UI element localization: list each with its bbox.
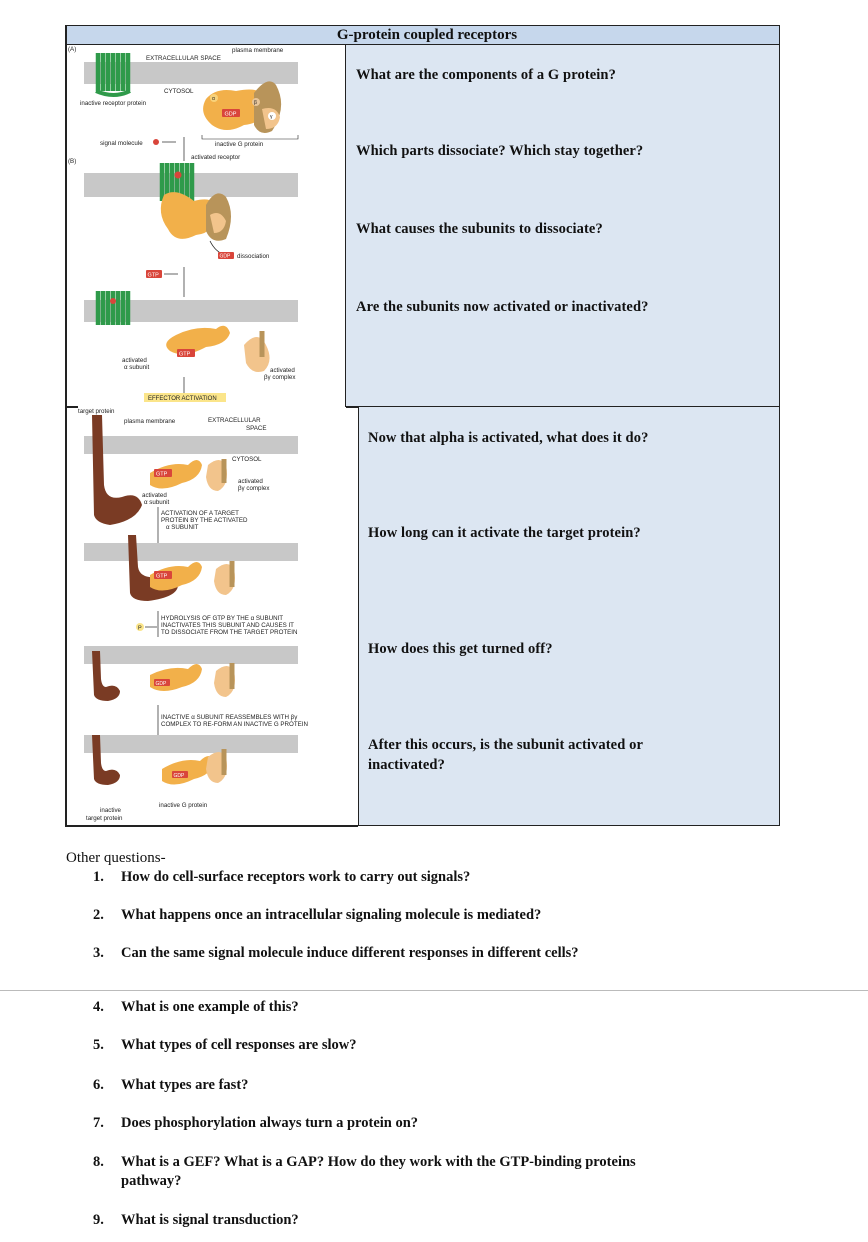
page-title: G-protein coupled receptors	[322, 25, 532, 45]
other-question-6: 6.What types are fast?	[93, 1075, 248, 1095]
fig-activated-b: activated	[142, 492, 167, 499]
fig-step3-b: COMPLEX TO RE-FORM AN INACTIVE G PROTEIN	[161, 721, 308, 728]
other-question-8: 8.What is a GEF? What is a GAP? How do t…	[93, 1152, 636, 1172]
fig-extracellular: EXTRACELLULAR SPACE	[146, 55, 221, 62]
other-question-5: 5.What types of cell responses are slow?	[93, 1035, 356, 1055]
fig-inactive-g-protein-2: inactive G protein	[159, 802, 208, 809]
svg-text:GTP: GTP	[156, 574, 168, 580]
fig-label-b: (B)	[68, 158, 76, 165]
fig-step2-b: INACTIVATES THIS SUBUNIT AND CAUSES IT	[161, 622, 294, 629]
fig-step1-a: ACTIVATION OF A TARGET	[161, 510, 239, 517]
fig-step1-c: α SUBUNIT	[166, 524, 199, 531]
bg-complex-d	[206, 459, 227, 491]
page-break-line	[0, 990, 868, 991]
fig-activated-bg1: activated	[270, 367, 295, 374]
membrane-e	[84, 543, 298, 561]
fig-inactive-target-1: inactive	[100, 807, 122, 814]
fig-activated-bg2: βγ complex	[264, 374, 296, 381]
svg-text:GTP: GTP	[148, 273, 160, 279]
svg-text:α: α	[212, 96, 215, 102]
bg-complex-e	[214, 561, 235, 595]
fig-label-a: (A)	[68, 46, 76, 53]
question-after-occurs: After this occurs, is the subunit activa…	[368, 735, 643, 755]
bg-complex-c	[244, 331, 270, 372]
other-question-8-cont: pathway?	[93, 1171, 181, 1191]
bg-complex-f	[214, 663, 235, 697]
svg-text:GTP: GTP	[179, 352, 191, 358]
membrane-f	[84, 646, 298, 664]
question-alpha-does: Now that alpha is activated, what does i…	[368, 428, 648, 448]
g-protein-reformed: GDP	[162, 749, 227, 785]
g-protein-figure: (A) EXTRACELLULAR SPACE plasma membrane …	[66, 45, 356, 825]
svg-text:GTP: GTP	[156, 472, 168, 478]
question-g-protein-components: What are the components of a G protein?	[356, 65, 616, 85]
fig-inactive-receptor: inactive receptor protein	[80, 100, 147, 107]
fig-plasma-membrane: plasma membrane	[232, 47, 284, 54]
fig-effector: EFFECTOR ACTIVATION	[148, 396, 217, 402]
svg-text:GDP: GDP	[225, 112, 237, 118]
other-question-3: 3.Can the same signal molecule induce di…	[93, 943, 579, 963]
question-turned-off: How does this get turned off?	[368, 639, 553, 659]
receptor-a	[96, 53, 130, 95]
fig-alpha-subunit: α subunit	[124, 364, 150, 371]
other-question-9: 9.What is signal transduction?	[93, 1210, 299, 1230]
g-protein-a: GDP α β γ	[203, 81, 281, 133]
figure-border-bottom	[65, 825, 358, 827]
question-how-long: How long can it activate the target prot…	[368, 523, 641, 543]
svg-text:β: β	[254, 100, 257, 106]
alpha-activated-c: GTP	[166, 326, 230, 358]
fig-alpha-subunit-2: α subunit	[144, 499, 170, 506]
fig-step2-c: TO DISSOCIATE FROM THE TARGET PROTEIN	[161, 629, 297, 636]
fig-extracellular-2b: SPACE	[246, 425, 267, 432]
svg-text:P: P	[138, 626, 142, 632]
fig-cytosol-2: CYTOSOL	[232, 456, 262, 463]
fig-activated-bg4: βγ complex	[238, 485, 270, 492]
svg-text:GDP: GDP	[220, 254, 232, 260]
other-question-1: 1.How do cell-surface receptors work to …	[93, 867, 470, 887]
question-dissociate: Which parts dissociate? Which stay toget…	[356, 141, 643, 161]
fig-inactive-target-2: target protein	[86, 815, 123, 822]
fig-signal-molecule: signal molecule	[100, 140, 143, 147]
alpha-activated-d: GTP	[150, 460, 202, 489]
question-activated: Are the subunits now activated or inacti…	[356, 297, 648, 317]
receptor-c	[98, 291, 128, 325]
fig-step2-a: HYDROLYSIS OF GTP BY THE α SUBUNIT	[161, 615, 283, 622]
svg-text:GDP: GDP	[174, 773, 186, 779]
g-protein-b	[161, 192, 231, 241]
other-question-7: 7.Does phosphorylation always turn a pro…	[93, 1113, 418, 1133]
membrane-g	[84, 735, 298, 753]
question-cause-dissociate: What causes the subunits to dissociate?	[356, 219, 603, 239]
fig-plasma-membrane-2: plasma membrane	[124, 418, 176, 425]
fig-cytosol: CYTOSOL	[164, 88, 194, 95]
fig-activated-receptor: activated receptor	[191, 154, 240, 161]
fig-step3-a: INACTIVE α SUBUNIT REASSEMBLES WITH βγ	[161, 714, 298, 721]
target-protein-1	[92, 415, 142, 525]
other-question-4: 4.What is one example of this?	[93, 997, 299, 1017]
question-after-occurs-2: inactivated?	[368, 755, 445, 775]
alpha-gtp-e: GTP	[150, 562, 202, 591]
membrane-d	[84, 436, 298, 454]
fig-activated-bg3: activated	[238, 478, 263, 485]
other-question-2: 2.What happens once an intracellular sig…	[93, 905, 541, 925]
fig-target-protein: target protein	[78, 408, 115, 415]
fig-activated-a: activated	[122, 357, 147, 364]
other-questions-heading: Other questions-	[66, 848, 166, 868]
fig-inactive-g-protein: inactive G protein	[215, 141, 264, 148]
fig-step1-b: PROTEIN BY THE ACTIVATED	[161, 517, 248, 524]
fig-dissociation: dissociation	[237, 253, 270, 260]
svg-text:GDP: GDP	[156, 681, 168, 687]
alpha-gdp-f: GDP	[150, 664, 202, 691]
fig-extracellular-2a: EXTRACELLULAR	[208, 417, 261, 424]
